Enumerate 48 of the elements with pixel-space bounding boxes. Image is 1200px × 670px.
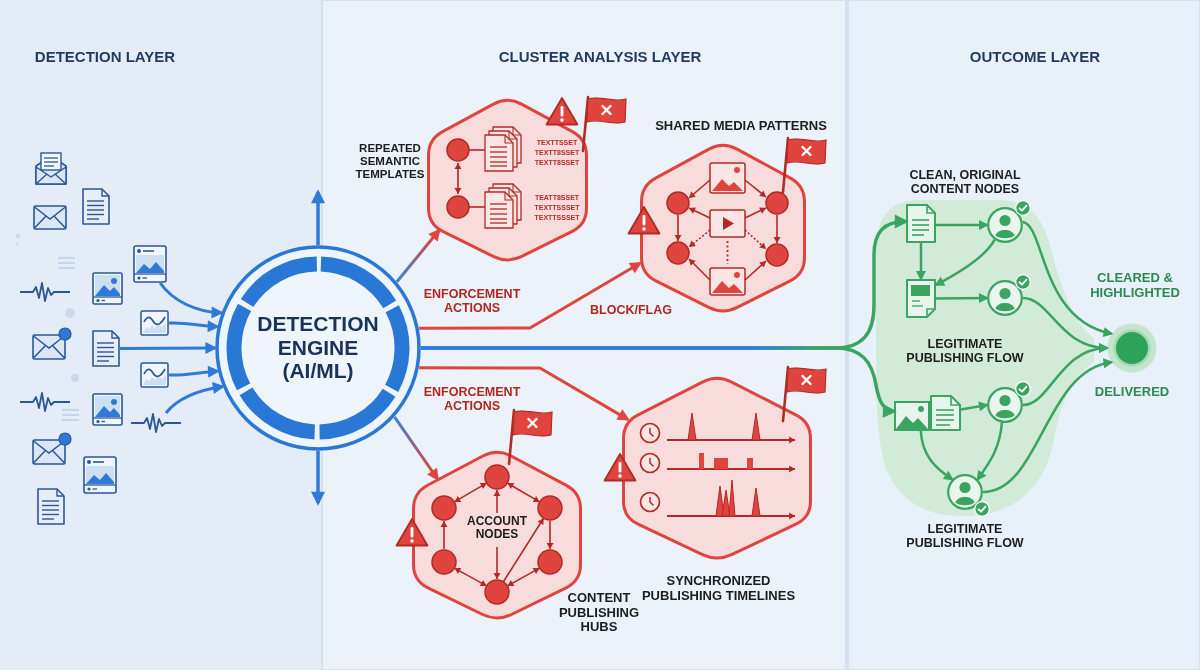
action-label: ENFORCEMENT ACTIONS (423, 385, 521, 413)
action-label: ENFORCEMENT ACTIONS (423, 287, 521, 315)
waveform-icon (131, 413, 181, 433)
cluster-heading: CONTENT PUBLISHING HUBS (558, 590, 640, 635)
node-label: ACCOUNT NODES (467, 514, 527, 542)
engine-label: DETECTION ENGINE (AI/ML) (257, 312, 379, 383)
layer-heading: OUTCOME LAYER (969, 48, 1101, 65)
document-icon (906, 204, 936, 243)
document-icon (906, 279, 936, 318)
flow-arrow (168, 365, 220, 378)
detection-engine-ring (215, 245, 421, 451)
status-label: DELIVERED (1094, 384, 1170, 399)
flow-arrow (164, 382, 225, 414)
cluster-heading: REPEATED SEMANTIC TEMPLATES (355, 142, 425, 180)
cluster-heading: SYNCHRONIZED PUBLISHING TIMELINES (641, 573, 796, 603)
flow-arrow (395, 228, 441, 283)
flow-arrow (419, 261, 643, 330)
flow-label: LEGITIMATE PUBLISHING FLOW (906, 522, 1024, 550)
layer-heading: CLUSTER ANALYSIS LAYER (498, 48, 702, 65)
flow-label: LEGITIMATE PUBLISHING FLOW (906, 337, 1024, 365)
flow-arrow (936, 293, 989, 304)
status-label: CLEARED & HIGHLIGHTED (1090, 270, 1180, 300)
flow-arrow (120, 342, 218, 355)
document-icon (92, 330, 120, 367)
flow-arrow (311, 189, 325, 245)
image-card-icon (133, 245, 167, 283)
flow-arrow (960, 401, 989, 412)
chart-card-icon (140, 362, 169, 388)
flow-arrow (159, 282, 224, 319)
flow-arrow (916, 243, 926, 281)
flow-arrow (421, 346, 897, 418)
flow-arrow (419, 366, 630, 421)
flow-arrow (936, 220, 989, 230)
flow-arrow (1022, 220, 1114, 337)
flow-arrow (168, 320, 220, 333)
flow-arrow (393, 416, 439, 481)
flow-arrow (976, 422, 1004, 481)
layer-heading: DETECTION LAYER (34, 48, 176, 65)
flow-arrow (934, 239, 996, 286)
chart-card-icon (140, 310, 169, 336)
flow-arrow (982, 359, 1114, 494)
edge-label: BLOCK/FLAG (588, 303, 674, 317)
flow-arrow (919, 430, 954, 481)
cluster-heading: SHARED MEDIA PATTERNS (655, 118, 827, 133)
flow-arrow (1022, 343, 1109, 407)
image-document-icon (894, 395, 961, 431)
section-heading: CLEAN, ORIGINAL CONTENT NODES (909, 168, 1021, 196)
flow-arrow (311, 451, 325, 506)
